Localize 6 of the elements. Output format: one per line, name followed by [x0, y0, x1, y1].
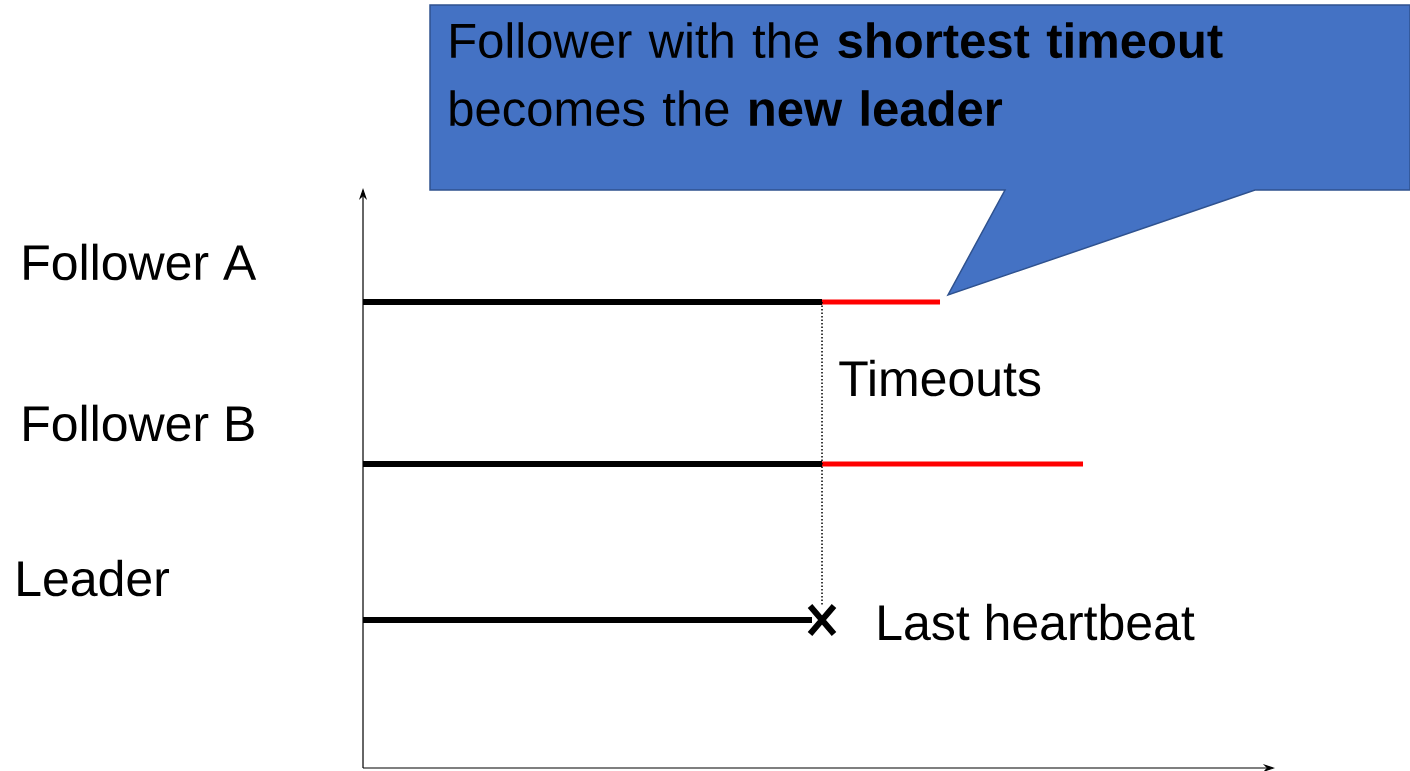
- label: Last heartbeat: [879, 603, 1195, 641]
- label: Follower A: [24, 243, 257, 281]
- callout-box: Follower with the shortest timeout becomes the new leader: [429, 4, 1410, 297]
- label: Leader: [18, 559, 170, 597]
- label: Timeouts: [839, 359, 1041, 397]
- label: Follower B: [24, 404, 254, 442]
